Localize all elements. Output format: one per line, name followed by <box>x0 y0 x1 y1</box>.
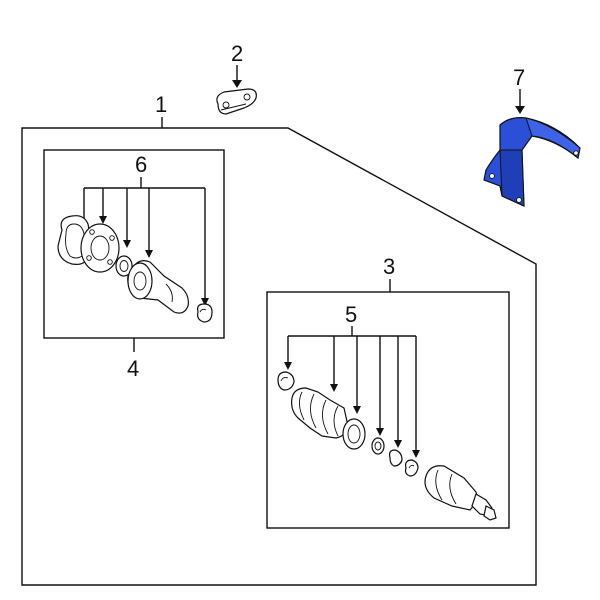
callout-2-arrowhead <box>232 80 242 88</box>
callout-7-label: 7 <box>513 65 525 90</box>
callout-2-label: 2 <box>231 41 243 66</box>
callout-1-label: 1 <box>155 92 167 117</box>
callout-1[interactable]: 1 <box>155 92 167 128</box>
bracket-plate-part <box>216 88 257 115</box>
outer-joint-components <box>277 371 497 521</box>
callout-6-label: 6 <box>135 152 147 177</box>
callout-4[interactable]: 4 <box>127 338 139 381</box>
callout-5[interactable]: 5 <box>284 302 420 458</box>
callout-4-label: 4 <box>127 356 139 381</box>
callout-5-label: 5 <box>345 302 357 327</box>
callout-7[interactable]: 7 <box>513 65 525 114</box>
heat-shield-part[interactable] <box>483 117 581 207</box>
callout-7-arrowhead <box>515 106 525 114</box>
callout-3[interactable]: 3 <box>383 254 395 292</box>
assembly-outline <box>21 127 537 586</box>
callout-3-label: 3 <box>383 254 395 279</box>
callout-2[interactable]: 2 <box>231 41 243 88</box>
outer-joint-box <box>266 291 510 529</box>
inner-joint-components <box>57 215 213 323</box>
